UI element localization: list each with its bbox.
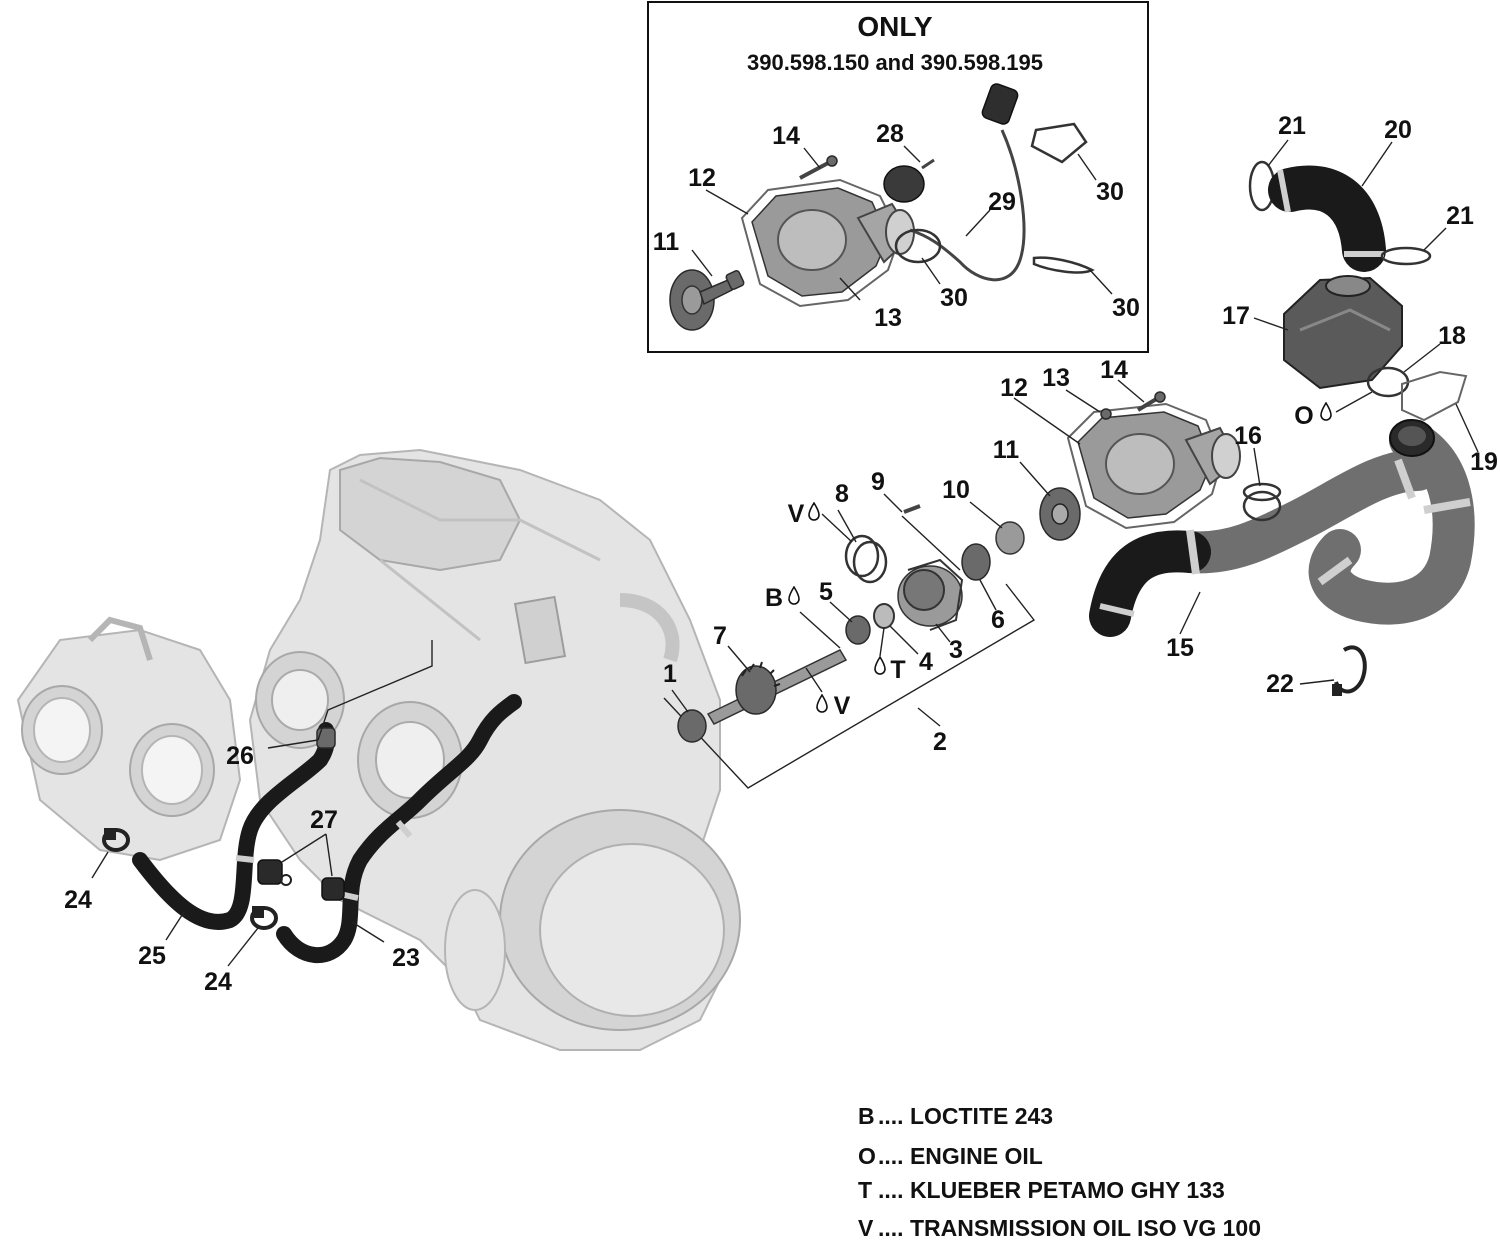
callout-1: 1 <box>663 660 677 688</box>
throttle-bodies <box>16 616 242 862</box>
inset-cable-tie-1 <box>1030 122 1088 164</box>
part-17-thermostat-housing <box>1283 275 1403 390</box>
callout-inset-14: 14 <box>772 122 800 150</box>
inset-title: ONLY <box>857 11 933 42</box>
callout-inset-11: 11 <box>653 228 680 256</box>
part-22-clamp <box>1332 645 1367 696</box>
hose-23 <box>276 694 522 963</box>
clamp-24-left <box>102 828 130 852</box>
callout-19: 19 <box>1470 448 1498 476</box>
inset-sensor-cap <box>883 158 935 203</box>
fitting-26 <box>316 727 336 749</box>
part-10-washer <box>995 521 1025 555</box>
part-3-bearing-housing <box>897 558 964 631</box>
callout-3: 3 <box>949 636 963 664</box>
legend-text-v: .... TRANSMISSION OIL ISO VG 100 <box>878 1215 1261 1241</box>
part-4-seal <box>873 603 895 629</box>
callout-inset-30c: 30 <box>1112 294 1140 322</box>
inset-sensor-wire <box>909 83 1026 282</box>
clamp-27-right <box>321 877 345 901</box>
part-20-elbow-hose <box>1268 165 1386 272</box>
part-8-o-rings <box>844 534 888 584</box>
inset-impeller <box>669 269 745 331</box>
hose-25 <box>132 722 335 930</box>
callout-21-right: 21 <box>1446 202 1474 230</box>
legend-code-o: O <box>858 1143 876 1169</box>
lube-mark-v-lower: V <box>834 692 851 720</box>
part-19-gasket <box>1401 370 1468 422</box>
callout-9: 9 <box>871 468 885 496</box>
clamp-27-left <box>257 859 292 886</box>
callout-13: 13 <box>1042 364 1070 392</box>
callout-inset-13: 13 <box>874 304 902 332</box>
callout-6: 6 <box>991 606 1005 634</box>
inset-box: ONLY 390.598.150 and 390.598.195 <box>647 1 1149 353</box>
part-9-screw <box>903 504 921 514</box>
part-5-bearing <box>845 615 871 645</box>
callout-22: 22 <box>1266 670 1294 698</box>
callout-2: 2 <box>933 728 947 756</box>
callout-15: 15 <box>1166 634 1194 662</box>
inset-cable-tie-3 <box>1032 256 1095 274</box>
upper-right-parts: 21 20 21 17 18 O 19 <box>1222 112 1498 476</box>
callout-25: 25 <box>138 942 166 970</box>
part-21-clamp-right <box>1380 246 1432 266</box>
callout-inset-12: 12 <box>688 164 716 192</box>
callout-12: 12 <box>1000 374 1028 402</box>
callout-11: 11 <box>993 436 1020 464</box>
inset-cable-tie-2 <box>894 228 942 264</box>
lubricant-legend: B .... LOCTITE 243 O .... ENGINE OIL T .… <box>858 1103 1261 1241</box>
callout-26: 26 <box>226 742 254 770</box>
callout-18: 18 <box>1438 322 1466 350</box>
lube-mark-t: T <box>890 656 905 684</box>
part-7-shaft-gear <box>706 649 848 725</box>
part-6-seal <box>961 543 991 581</box>
callout-4: 4 <box>919 648 933 676</box>
legend-text-o: .... ENGINE OIL <box>878 1143 1043 1169</box>
lube-mark-b: B <box>765 584 783 612</box>
inset-pump-housing <box>740 178 915 308</box>
callout-16: 16 <box>1234 422 1262 450</box>
main-pump-housing: 11 12 13 14 <box>993 356 1241 541</box>
callout-23: 23 <box>392 944 420 972</box>
callout-17: 17 <box>1222 302 1250 330</box>
callout-27: 27 <box>310 806 338 834</box>
radiator-hose-assembly: 15 16 22 <box>1089 419 1475 698</box>
callout-inset-28: 28 <box>876 120 904 148</box>
callout-24-left: 24 <box>64 886 92 914</box>
callout-21-top: 21 <box>1278 112 1306 140</box>
part-16-clamp <box>1242 482 1282 522</box>
legend-text-t: .... KLUEBER PETAMO GHY 133 <box>878 1177 1225 1203</box>
lube-mark-o: O <box>1294 402 1313 430</box>
clamp-24-right <box>250 906 278 930</box>
callout-10: 10 <box>942 476 970 504</box>
engine-block <box>16 448 741 1051</box>
inset-bolt <box>799 155 838 180</box>
callout-24-right: 24 <box>204 968 232 996</box>
lube-mark-v-upper: V <box>788 500 805 528</box>
callout-20: 20 <box>1384 116 1412 144</box>
pump-shaft-assembly: 2 1 7 B V 5 4 T <box>663 468 1036 789</box>
part-15-main-hose <box>1308 419 1475 625</box>
callout-inset-30a: 30 <box>1096 178 1124 206</box>
legend-code-t: T <box>858 1177 872 1203</box>
callout-7: 7 <box>713 622 727 650</box>
callout-14: 14 <box>1100 356 1128 384</box>
part-11-impeller <box>1039 487 1081 541</box>
part-1-seal <box>677 709 707 743</box>
legend-code-v: V <box>858 1215 874 1241</box>
callout-8: 8 <box>835 480 849 508</box>
left-hoses: 26 27 24 24 25 23 <box>64 640 522 996</box>
part-7-gear <box>735 661 781 715</box>
legend-text-b: .... LOCTITE 243 <box>878 1103 1053 1129</box>
inset-subtitle: 390.598.150 and 390.598.195 <box>747 50 1043 75</box>
callout-5: 5 <box>819 578 833 606</box>
callout-inset-30b: 30 <box>940 284 968 312</box>
callout-inset-29: 29 <box>988 188 1016 216</box>
legend-code-b: B <box>858 1103 875 1129</box>
